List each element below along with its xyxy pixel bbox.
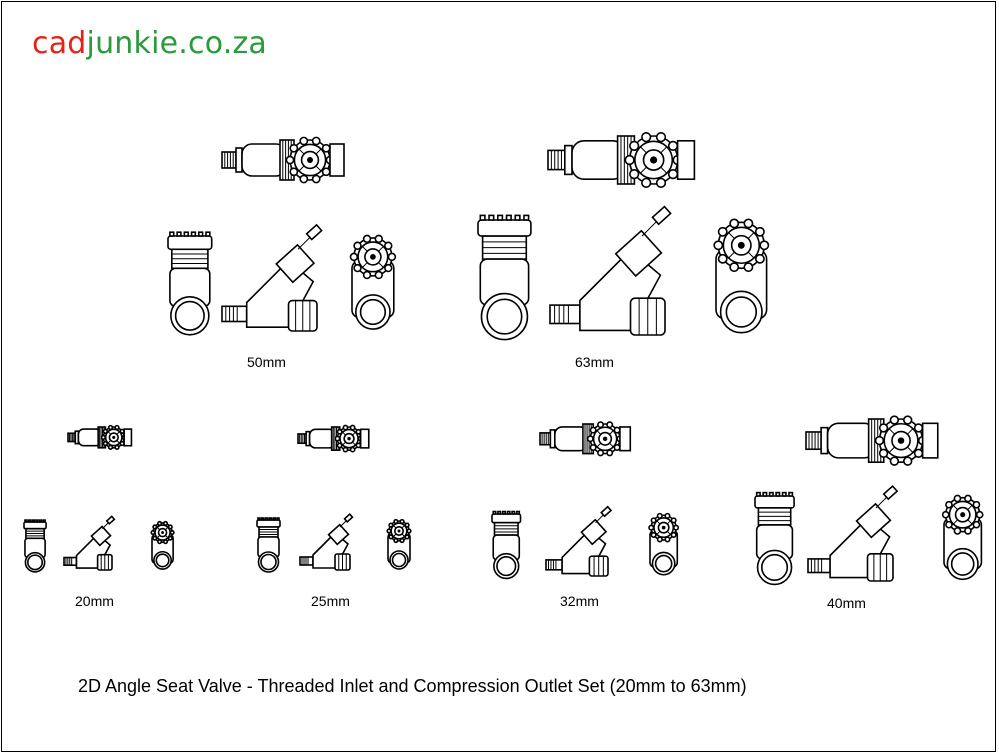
- 50mm-side-view: [221, 223, 323, 332]
- 40mm-end-view: [941, 494, 984, 581]
- set-label-63mm: 63mm: [575, 354, 614, 370]
- 40mm-top-view: [805, 415, 939, 466]
- valve-set-25mm: [256, 424, 412, 573]
- set-label-32mm: 32mm: [560, 593, 599, 609]
- 25mm-side-view: [299, 513, 354, 571]
- logo-part-junkie: junkie: [86, 26, 179, 61]
- 25mm-top-view: [297, 424, 370, 453]
- 50mm-front-view: [167, 231, 213, 336]
- 40mm-side-view: [807, 484, 899, 582]
- 63mm-top-view: [547, 132, 696, 188]
- set-label-20mm: 20mm: [75, 593, 114, 609]
- 50mm-top-view: [221, 136, 345, 184]
- logo-part-domain: .co.za: [178, 26, 267, 61]
- 20mm-front-view: [23, 519, 47, 573]
- set-label-40mm: 40mm: [827, 595, 866, 611]
- 32mm-front-view: [491, 510, 522, 580]
- set-label-25mm: 25mm: [311, 593, 350, 609]
- 32mm-top-view: [539, 421, 632, 457]
- 20mm-top-view: [67, 424, 133, 450]
- 20mm-side-view: [63, 515, 116, 571]
- 25mm-front-view: [256, 517, 281, 573]
- valve-set-50mm: [167, 136, 397, 336]
- logo-part-cad: cad: [32, 26, 87, 61]
- valve-set-63mm: [477, 132, 770, 341]
- cadjunkie-logo: cadjunkie.co.za: [32, 26, 267, 61]
- valve-set-20mm: [23, 424, 175, 573]
- 20mm-end-view: [150, 520, 175, 570]
- 32mm-side-view: [545, 505, 613, 577]
- 40mm-front-view: [754, 491, 795, 586]
- 50mm-end-view: [349, 234, 397, 330]
- valve-set-32mm: [491, 421, 680, 580]
- set-label-50mm: 50mm: [247, 354, 286, 370]
- 32mm-end-view: [648, 512, 680, 576]
- 63mm-end-view: [713, 218, 770, 334]
- 63mm-front-view: [477, 214, 532, 341]
- 63mm-side-view: [549, 205, 672, 336]
- 25mm-end-view: [386, 518, 412, 570]
- drawing-title: 2D Angle Seat Valve - Threaded Inlet and…: [78, 676, 747, 696]
- valve-set-40mm: [754, 415, 984, 586]
